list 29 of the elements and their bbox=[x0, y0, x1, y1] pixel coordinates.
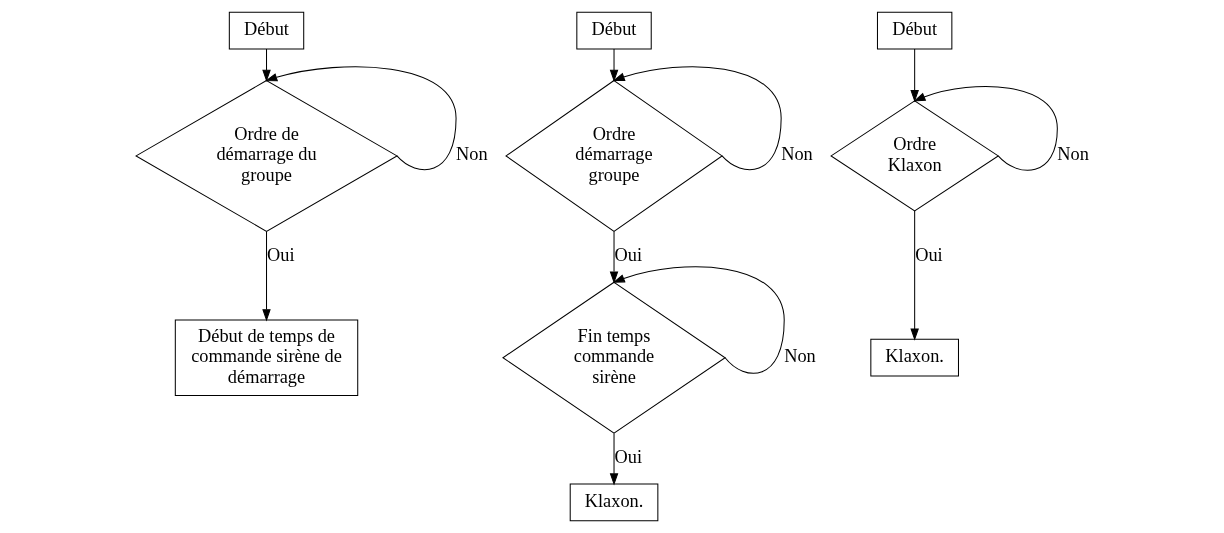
arrow bbox=[261, 48, 271, 82]
node-box: Début bbox=[876, 11, 952, 50]
node-box: Début de temps de commande sirène de démarrage bbox=[174, 319, 358, 396]
edge-label: Non bbox=[1056, 144, 1089, 165]
arrow bbox=[264, 66, 457, 171]
node-box: Début bbox=[575, 11, 652, 50]
edge-label: Non bbox=[783, 346, 816, 367]
arrow bbox=[261, 231, 271, 322]
edge-label: Oui bbox=[614, 245, 642, 266]
node-diamond: Ordre de démarrage du groupe bbox=[134, 79, 398, 232]
edge-label: Oui bbox=[266, 245, 295, 266]
arrow bbox=[909, 210, 919, 341]
arrow bbox=[909, 48, 919, 103]
arrow bbox=[612, 266, 785, 374]
arrow bbox=[609, 231, 618, 284]
node-diamond: Fin temps commande sirène bbox=[501, 281, 726, 434]
node-box: Début bbox=[228, 11, 304, 50]
arrow bbox=[912, 86, 1058, 171]
edge-label: Oui bbox=[914, 245, 943, 266]
node-diamond: Ordre démarrage groupe bbox=[504, 79, 723, 232]
edge-label: Oui bbox=[614, 447, 642, 468]
edge-label: Non bbox=[780, 144, 813, 165]
arrow bbox=[609, 432, 618, 486]
edge-label: Non bbox=[455, 144, 488, 165]
node-diamond: Ordre Klaxon bbox=[829, 100, 999, 212]
arrow bbox=[612, 66, 782, 171]
arrow bbox=[609, 48, 618, 82]
node-box: Klaxon. bbox=[869, 338, 959, 377]
node-box: Klaxon. bbox=[569, 483, 658, 522]
